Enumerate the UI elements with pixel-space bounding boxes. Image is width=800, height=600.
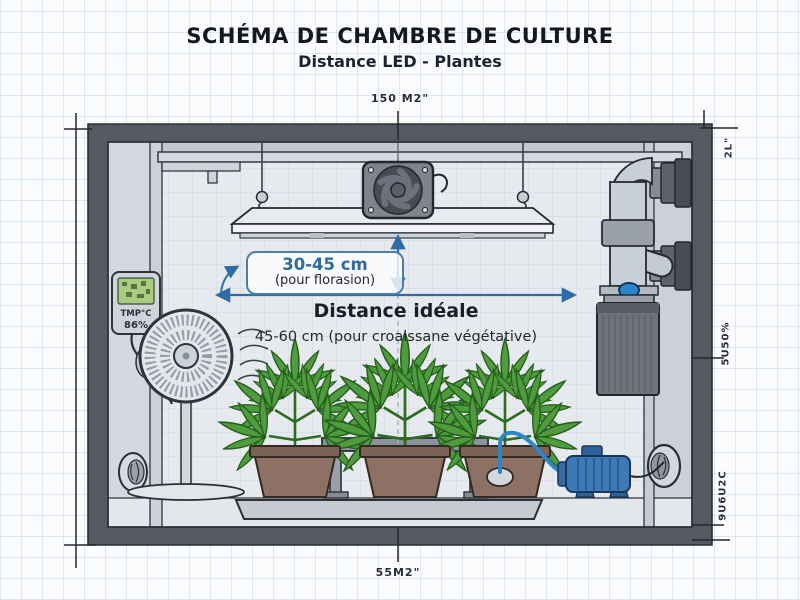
- curved-pointer-arrow: [220, 265, 240, 294]
- plant-pot-2: [359, 445, 451, 498]
- plant-pot-1: [249, 445, 341, 498]
- duct-and-filter: [596, 157, 692, 396]
- ceiling-beam: [157, 151, 683, 163]
- duct-coupler: [601, 219, 655, 247]
- wall-vent-left: [118, 452, 148, 492]
- hygrometer-humidity-value: 86%: [124, 320, 148, 331]
- flowering-distance-box: 30-45 cm (pour florasion): [246, 251, 404, 296]
- dimension-top-label: 150 M2": [370, 92, 430, 105]
- hygrometer-temp-label: TMP°C: [121, 309, 152, 319]
- oscillating-fan: [127, 308, 269, 501]
- exhaust-fan: [361, 160, 448, 220]
- irrigation-tube: [498, 430, 568, 476]
- fan-pole: [180, 399, 192, 489]
- plant-pot-3: [459, 445, 551, 498]
- vegetative-distance-note: 45-60 cm (pour croaissane végétative): [254, 329, 538, 345]
- water-pump: [557, 445, 665, 498]
- dimension-right-middle-label: 5U50%: [720, 321, 732, 366]
- wall-vent-right: [646, 443, 682, 489]
- wall-duct-port-upper: [649, 158, 692, 208]
- dimension-bottom-label: 55M2": [375, 566, 421, 579]
- fan-base: [127, 483, 245, 501]
- page-title: SCHÉMA DE CHAMBRE DE CULTURE: [186, 24, 614, 48]
- carbon-filter: [596, 302, 660, 396]
- fan-power-cord: [432, 173, 448, 193]
- page-subtitle: Distance LED - Plantes: [298, 52, 502, 71]
- airflow-lines: [237, 328, 269, 381]
- ideal-distance-label: Distance idéale: [313, 300, 479, 322]
- drip-tray: [234, 499, 544, 520]
- flowering-distance-note: (pour florasion): [274, 273, 376, 289]
- dimension-right-top-label: 2L": [723, 136, 735, 159]
- flowering-distance-value: 30-45 cm: [282, 255, 368, 274]
- dimension-lines: [64, 110, 738, 568]
- pump-cable: [629, 461, 665, 478]
- dimension-right-bottom-label: 9U6U2C: [717, 470, 729, 521]
- fan-blades: [377, 168, 420, 210]
